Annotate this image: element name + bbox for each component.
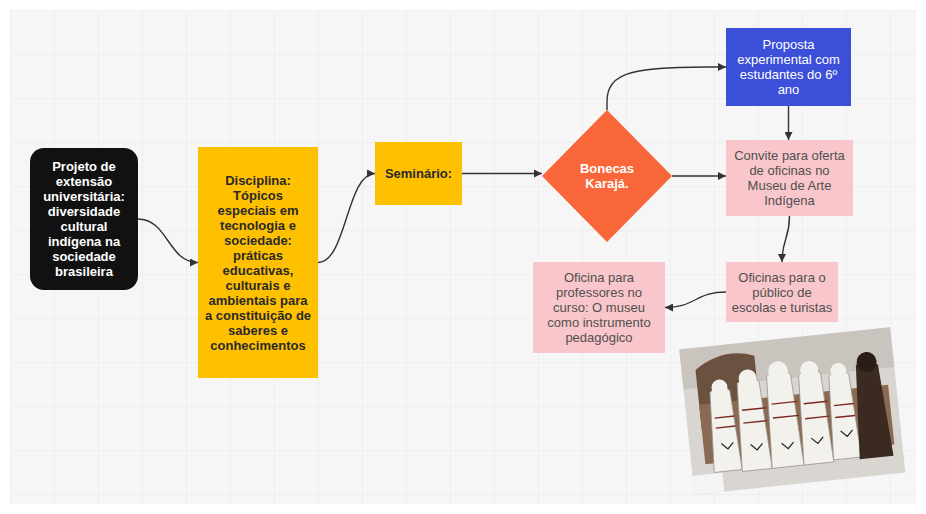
node-label: Convite para oferta de oficinas no Museu… <box>732 148 847 208</box>
connector-arrow <box>782 216 790 262</box>
node-label: Seminário: <box>385 166 452 181</box>
seminar-box: Seminário: <box>375 142 462 205</box>
node-label: Oficina para professores no curso: O mus… <box>539 270 659 345</box>
connector-arrow <box>462 173 542 174</box>
node-label: Projeto de extensão universitária: diver… <box>38 159 130 279</box>
dolls-photo <box>679 327 905 494</box>
connector-arrow <box>607 67 726 110</box>
connector-arrow <box>672 175 726 176</box>
node-label: Proposta experimental com estudantes do … <box>732 37 845 97</box>
process-box: Convite para oferta de oficinas no Museu… <box>726 140 853 216</box>
course-box: Disciplina: Tópicos especiais em tecnolo… <box>198 147 318 378</box>
project-box: Projeto de extensão universitária: diver… <box>30 148 138 290</box>
connector-arrow <box>665 292 726 308</box>
connector-arrow <box>138 219 198 263</box>
process-box: Oficinas para o público de escolas e tur… <box>726 262 838 322</box>
node-label: Bonecas Karajá. <box>568 161 646 191</box>
decision-diamond: Bonecas Karajá. <box>542 110 672 242</box>
process-box: Oficina para professores no curso: O mus… <box>533 262 665 353</box>
connector-arrow <box>318 174 375 263</box>
process-box: Proposta experimental com estudantes do … <box>726 28 851 106</box>
node-label: Disciplina: Tópicos especiais em tecnolo… <box>204 173 312 353</box>
connector-arrow <box>788 106 789 140</box>
node-label: Oficinas para o público de escolas e tur… <box>731 270 833 315</box>
